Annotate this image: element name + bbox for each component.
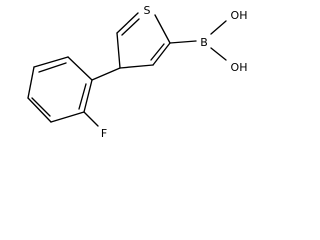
atom-label-boron: B [200, 36, 208, 49]
boronic-acid-group [169, 20, 227, 61]
bond-ar2-ar3 [50, 111, 85, 123]
bond-c2-b [169, 40, 197, 44]
bond-ar5-ar6-inner [38, 62, 67, 73]
bond-ar1-ar2 [83, 79, 93, 113]
atom-label-hydroxyl-top: OH [231, 9, 248, 22]
bond-ar6-ar1 [67, 56, 93, 81]
bond-c4-phenyl [91, 67, 121, 81]
bond-c3-c4 [119, 64, 154, 69]
bond-b-oh-top [210, 20, 227, 35]
atom-label-sulfur: S [144, 4, 151, 17]
bond-c2-c3 [152, 42, 171, 66]
structure-diagram: S B OH OH F [27, 4, 248, 140]
bond-c4-c5 [116, 32, 121, 69]
atom-label-hydroxyl-bottom: OH [231, 61, 248, 74]
bond-ar5-ar6 [33, 56, 69, 68]
atom-label-fluorine: F [101, 127, 107, 140]
bond-ar1-ar2-inner [78, 83, 87, 110]
bond-c5-s-inner [121, 18, 140, 36]
bond-ar3-ar4 [27, 97, 52, 123]
bond-ar4-ar5 [27, 66, 35, 99]
bond-c5-s [116, 12, 139, 34]
thiophene-ring [116, 12, 171, 69]
bond-ar2-f [83, 111, 99, 127]
fluorophenyl-ring [27, 56, 93, 123]
bond-ar3-ar4-inner [31, 97, 51, 117]
bond-b-oh-bottom [210, 47, 227, 61]
bond-s-c2 [154, 14, 171, 44]
bond-c2-c3-inner [150, 43, 165, 61]
